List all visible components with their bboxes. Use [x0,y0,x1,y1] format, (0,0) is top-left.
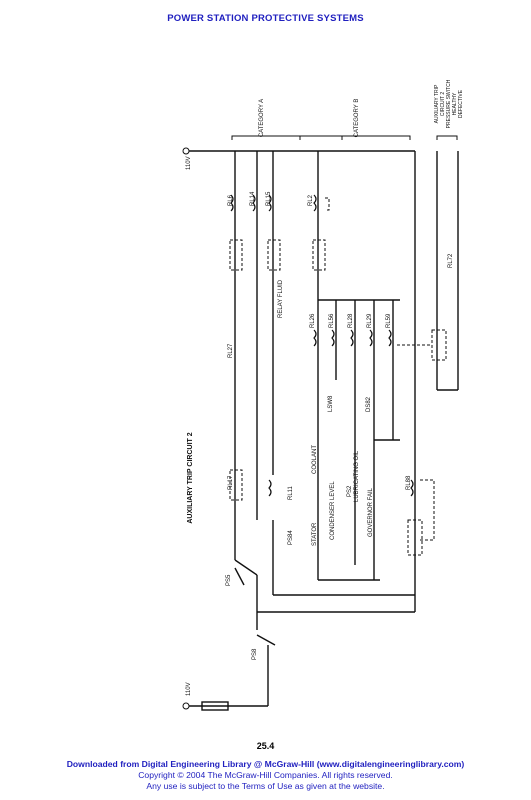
category-b-label: CATEGORY B [354,99,360,138]
relay-label: RL29 [367,313,373,328]
relay-label: RL26 [310,313,316,328]
relay-label: RL15 [266,191,272,206]
aux-trip-line-1: AUXILIARY TRIP [434,84,440,123]
governor-fail-label: GOVERNOR FAIL [368,487,374,537]
circuit-diagram: AUXILIARY TRIP CIRCUIT 2 110V 110V CATEG… [182,79,464,711]
relay-label: RL6 [228,194,234,206]
aux-trip-line-3: PRESSURE SWITCH [446,79,452,128]
footer-line-2: Copyright © 2004 The McGraw-Hill Compani… [138,770,393,780]
relay-label: RL11 [288,485,294,500]
page-footer: Downloaded from Digital Engineering Libr… [0,759,531,792]
supply-bottom-label: 110V [186,682,192,696]
relay-fluid-label: RELAY FLUID [278,279,284,318]
stator-label: STATOR [312,522,318,546]
switch-label: LSW8 [328,395,334,412]
switch-label: PS2 [347,485,353,497]
relay-label: RL56 [329,313,335,328]
category-a-label: CATEGORY A [259,99,265,137]
switch-label: PS8 [252,648,258,660]
footer-line-3: Any use is subject to the Terms of Use a… [146,781,385,791]
lubricating-oil-label: LUBRICATING OIL [354,450,360,502]
relay-label: RL2 [308,194,314,206]
relay-label: RL28 [348,313,354,328]
switch-label: PS5 [226,574,232,586]
aux-trip-line-2: CIRCUIT 2 [440,92,446,117]
supply-top-label: 110V [186,156,192,170]
switch-label: PS84 [288,530,294,545]
condenser-level-label: CONDENSER LEVEL [330,481,336,540]
relay-label: RL59 [386,313,392,328]
diagram-title: AUXILIARY TRIP CIRCUIT 2 [187,432,194,523]
relay-label: RL27 [228,343,234,358]
aux-trip-line-5: DEFECTIVE [458,89,464,118]
page-header: POWER STATION PROTECTIVE SYSTEMS [167,13,364,24]
switch-label: DS82 [366,396,372,412]
page-number: 25.4 [256,741,275,751]
footer-line-1: Downloaded from Digital Engineering Libr… [66,759,465,769]
aux-trip-line-4: HEALTHY [452,92,458,115]
relay-label: RL72 [448,253,454,268]
relay-label: RL17 [228,475,234,490]
relay-label: RL88 [406,475,412,490]
relay-label: RL14 [250,191,256,206]
coolant-label: COOLANT [312,445,318,474]
